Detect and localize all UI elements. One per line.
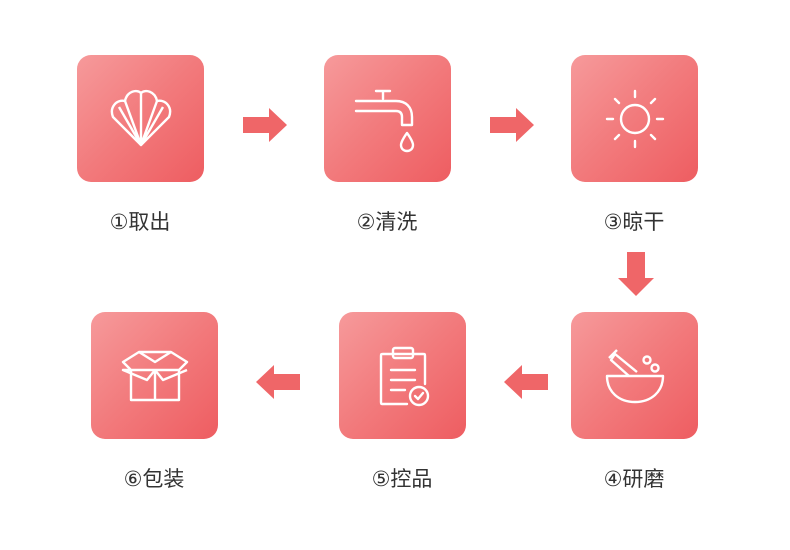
box-icon [121,350,188,401]
step-1-label: ①取出 [109,210,171,234]
step-4-label: ④研磨 [603,467,665,491]
arrow-right-icon [243,108,287,142]
arrow-left-icon [256,365,300,399]
step-3-label: ③晾干 [603,210,665,234]
mortar-pestle-icon [605,348,664,403]
shell-icon [110,89,171,146]
step-5-box [339,312,466,439]
arrow-down-icon [618,252,654,296]
step-4-box [571,312,698,439]
step-6-box [91,312,218,439]
step-1-box [77,55,204,182]
faucet-icon [354,89,414,152]
arrow-right-icon [490,108,534,142]
step-5-label: ⑤控品 [371,467,433,491]
arrow-left-icon [504,365,548,399]
clipboard-check-icon [379,346,429,406]
step-3-box [571,55,698,182]
sun-icon [605,89,664,148]
step-6-label: ⑥包装 [123,467,185,491]
step-2-label: ②清洗 [356,210,418,234]
step-2-box [324,55,451,182]
